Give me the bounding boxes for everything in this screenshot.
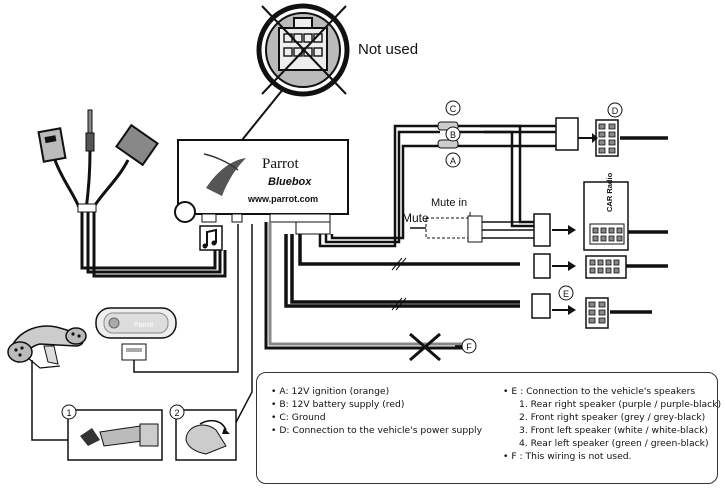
legend-speaker-3: 3. Front left speaker (white / white-bla… xyxy=(519,425,708,436)
bluebox-url: www.parrot.com xyxy=(247,194,318,204)
legend-speaker-1: 1. Rear right speaker (purple / purple-b… xyxy=(519,399,722,410)
remote-brand: Parrot xyxy=(134,322,153,329)
label-e-text: E xyxy=(563,289,569,299)
step-1-text: 1 xyxy=(66,408,71,418)
legend-item-c: • C: Ground xyxy=(271,412,326,423)
label-a: A xyxy=(445,152,461,168)
legend-item-a: • A: 12V ignition (orange) xyxy=(271,386,390,397)
label-f-text: F xyxy=(466,342,472,352)
parrot-bird-icon xyxy=(206,158,246,196)
harness-wires xyxy=(318,124,560,248)
legend-item-b: • B: 12V battery supply (red) xyxy=(271,399,405,410)
not-used-label: Not used xyxy=(358,41,418,58)
step-2-text: 2 xyxy=(174,408,179,418)
legend-left: • A: 12V ignition (orange) • B: 12V batt… xyxy=(271,385,482,437)
not-used-cross-icon xyxy=(409,332,462,362)
step-2-panel xyxy=(175,409,237,461)
mute-label: Mute xyxy=(402,211,429,225)
legend-item-e: • E : Connection to the vehicle's speake… xyxy=(503,386,696,397)
remote-control-icon: Parrot xyxy=(95,307,177,361)
bluebox-brand: Parrot xyxy=(262,156,299,172)
label-c-text: C xyxy=(450,104,457,114)
microphone-icon xyxy=(7,325,87,369)
label-d-text: D xyxy=(612,106,619,116)
label-b: B xyxy=(445,126,461,142)
bluebox-unit: Parrot Bluebox www.parrot.com xyxy=(174,139,349,235)
legend-box: • A: 12V ignition (orange) • B: 12V batt… xyxy=(256,372,721,484)
remote-cable xyxy=(133,224,239,373)
speaker-connectors xyxy=(531,253,668,329)
step2-cable xyxy=(231,224,253,431)
label-c: C xyxy=(445,100,461,116)
legend-item-f: • F : This wiring is not used. xyxy=(503,451,632,462)
car-radio-connector xyxy=(533,181,668,251)
power-connector-d xyxy=(555,117,668,157)
label-b-text: B xyxy=(450,130,456,140)
label-f: F xyxy=(461,338,477,354)
label-a-text: A xyxy=(450,156,456,166)
bluebox-model: Bluebox xyxy=(268,176,312,188)
mute-in-label: Mute in xyxy=(431,197,467,209)
mute-connector xyxy=(410,212,536,243)
label-e: E xyxy=(558,285,574,301)
usb-ipod-cables-icon xyxy=(37,109,227,278)
legend-right: • E : Connection to the vehicle's speake… xyxy=(503,385,721,463)
label-d: D xyxy=(607,102,623,118)
music-note-icon xyxy=(199,225,223,251)
step-2-badge: 2 xyxy=(169,404,185,420)
legend-speaker-4: 4. Rear left speaker (green / green-blac… xyxy=(519,438,709,449)
car-radio-label: CAR Radio xyxy=(605,172,614,212)
speaker-wires xyxy=(264,222,520,350)
legend-speaker-2: 2. Front right speaker (grey / grey-blac… xyxy=(519,412,706,423)
step-1-badge: 1 xyxy=(61,404,77,420)
legend-item-d: • D: Connection to the vehicle's power s… xyxy=(271,425,483,436)
step-1-panel xyxy=(67,409,163,461)
mic-cable xyxy=(31,360,80,441)
unused-connector-icon xyxy=(256,3,350,97)
